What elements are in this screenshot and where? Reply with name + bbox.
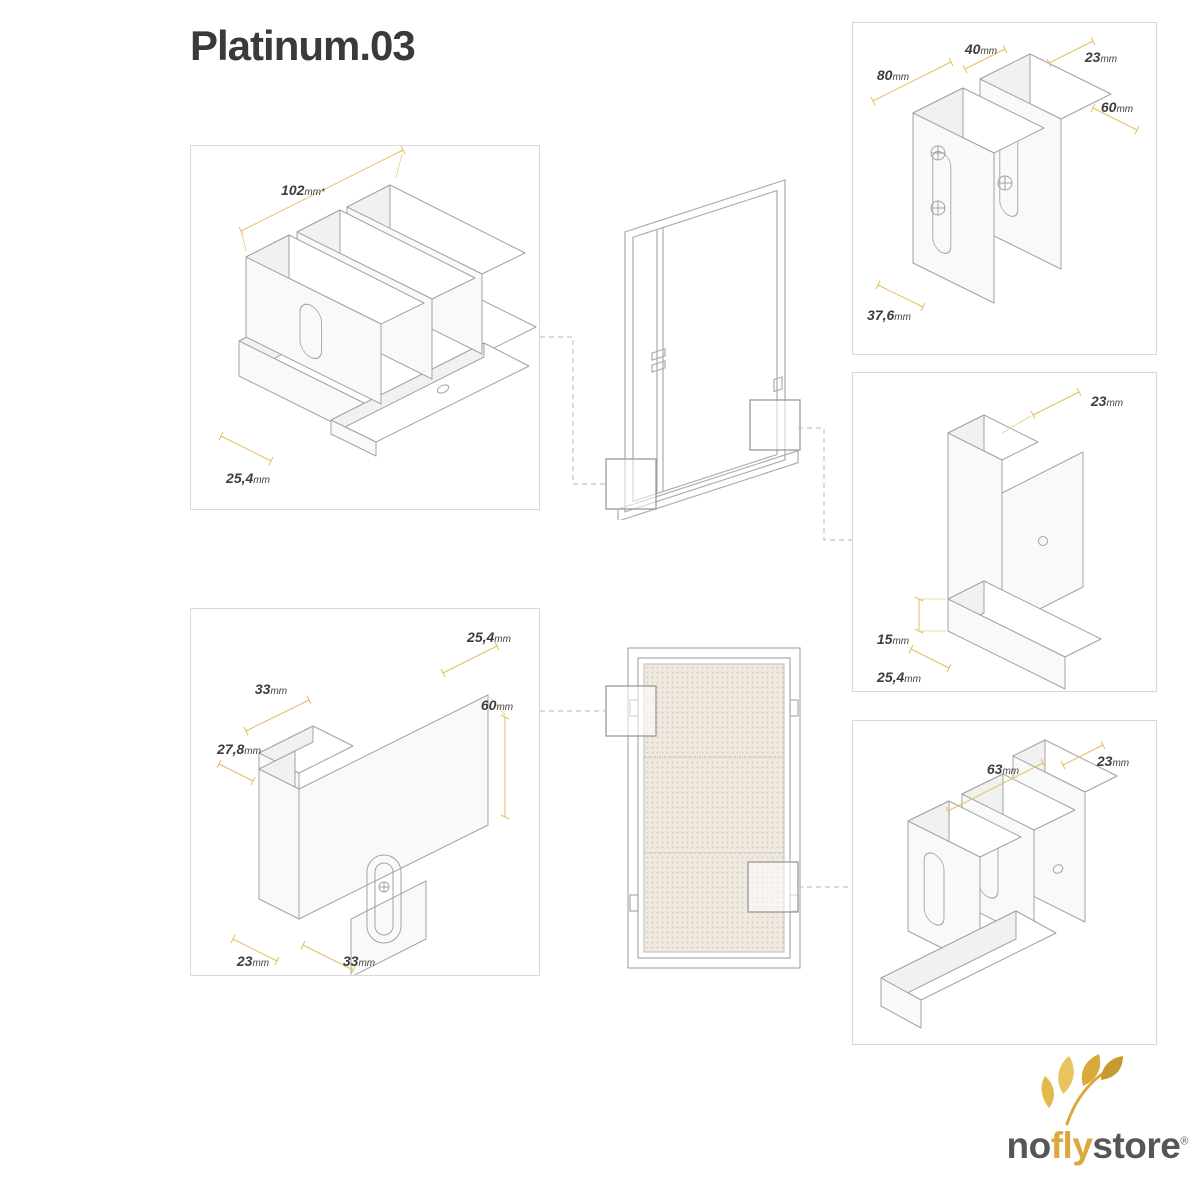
assembled-door-front-mesh — [600, 640, 840, 980]
detail-callout-bottom-right — [747, 861, 799, 913]
dimension-label-102: 102mm* — [281, 182, 325, 198]
profile-shapes — [238, 184, 537, 457]
handle-drawing — [216, 641, 510, 975]
side-rail-drawing — [880, 739, 1118, 1029]
dimension-label-40: 40mm — [964, 41, 998, 57]
brand-logo: noflystore® — [975, 1052, 1190, 1177]
logo-text-store: store — [1092, 1125, 1181, 1166]
dimension-label-60: 60mm — [480, 697, 514, 713]
profile-shapes — [912, 53, 1112, 304]
dimension-lines — [870, 36, 1140, 312]
profile-shapes — [258, 694, 489, 975]
detail-callout-right — [749, 399, 801, 451]
dimension-label-33-top: 33mm — [254, 681, 288, 697]
detail-callout-bottom-left — [605, 458, 657, 510]
wheat-icon — [1041, 1054, 1123, 1126]
dimension-label-37-6: 37,6mm — [867, 307, 911, 323]
dimension-label-23: 23mm — [1090, 393, 1124, 409]
dimension-label-25-4: 25,4mm — [226, 470, 270, 486]
dimension-label-60: 60mm — [1100, 99, 1134, 115]
detail-callout-top-left — [605, 685, 657, 737]
dimension-label-33-bottom: 33mm — [342, 953, 376, 969]
dimension-label-63: 63mm — [986, 761, 1020, 777]
detail-panel-side-rail: 63mm 23mm — [852, 720, 1157, 1045]
detail-panel-frame-head: 102mm* 25,4mm — [190, 145, 540, 510]
dimension-label-15: 15mm — [876, 631, 910, 647]
dimension-label-80: 80mm — [876, 67, 910, 83]
dimension-label-25-4: 25,4mm — [467, 629, 511, 645]
dimension-label-25-4: 25,4mm — [877, 669, 921, 685]
dimension-label-23: 23mm — [236, 953, 270, 969]
frame-head-drawing — [218, 146, 537, 466]
product-title: Platinum.03 — [190, 22, 416, 69]
corner-drawing — [908, 387, 1102, 690]
dimension-lines — [216, 641, 510, 975]
logo-text-fly: fly — [1050, 1125, 1093, 1166]
profile-shapes — [947, 414, 1102, 690]
assembled-door-perspective — [600, 175, 840, 522]
logo-text-no: no — [1006, 1125, 1052, 1166]
detail-panel-double-rail: 80mm 40mm 23mm 60mm 37,6mm — [852, 22, 1157, 355]
detail-panel-corner: 23mm 15mm 25,4mm — [852, 372, 1157, 692]
dimension-lines — [945, 740, 1106, 816]
door-frame-outline — [627, 647, 801, 969]
dimension-label-23: 23mm — [1096, 753, 1130, 769]
dimension-label-27-8: 27,8mm — [217, 741, 261, 757]
registered-mark: ® — [1180, 1135, 1188, 1148]
double-rail-drawing — [870, 36, 1140, 312]
dimension-lines — [218, 146, 406, 466]
logo-wordmark: noflystore® — [1006, 1125, 1189, 1167]
dimension-label-23: 23mm — [1084, 49, 1118, 65]
door-frame-outline — [617, 179, 799, 522]
detail-panel-handle: 33mm 25,4mm 27,8mm 60mm 23mm 33mm — [190, 608, 540, 976]
profile-shapes — [880, 739, 1118, 1029]
dimension-lines — [908, 387, 1082, 673]
